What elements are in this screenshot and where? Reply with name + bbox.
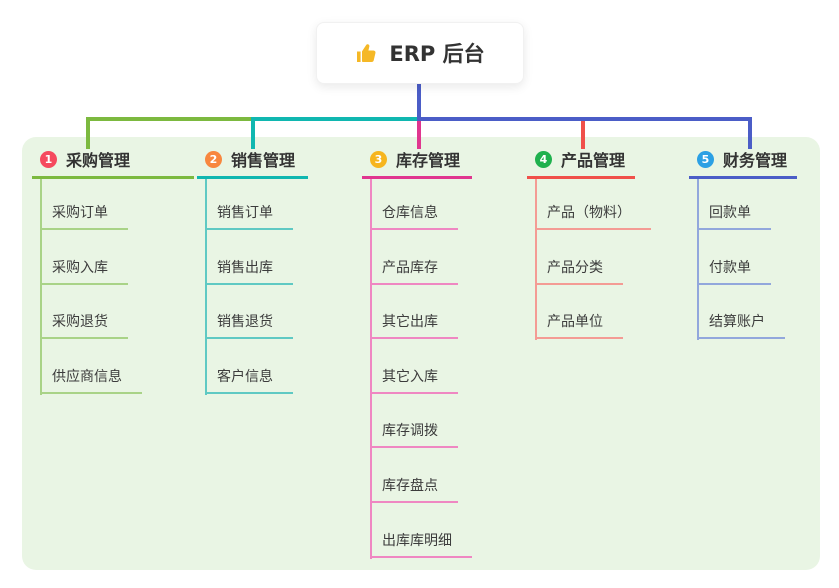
thumbs-up-icon: [355, 41, 379, 65]
branch-label-5: 财务管理: [723, 151, 788, 170]
branch-label-1: 采购管理: [66, 151, 131, 170]
child-node[interactable]: 结算账户: [697, 307, 785, 339]
child-node[interactable]: 付款单: [697, 253, 771, 285]
branch-number-badge-3: 3: [370, 150, 387, 168]
connector-drop-branch-3: [417, 117, 421, 149]
child-node[interactable]: 产品（物料）: [535, 198, 651, 230]
connector-drop-branch-5: [748, 117, 752, 149]
child-node[interactable]: 其它出库: [370, 307, 458, 339]
branch-number-badge-2: 2: [205, 150, 222, 168]
branch-number-badge-1: 1: [40, 150, 57, 168]
child-node[interactable]: 销售退货: [205, 307, 293, 339]
child-node[interactable]: 库存调拨: [370, 416, 458, 448]
root-node[interactable]: ERP 后台: [316, 22, 524, 84]
child-node[interactable]: 产品分类: [535, 253, 623, 285]
connector-drop-branch-1: [86, 117, 90, 149]
child-node[interactable]: 销售订单: [205, 198, 293, 230]
child-node[interactable]: 供应商信息: [40, 362, 142, 394]
branch-node-1[interactable]: 1 采购管理: [32, 146, 194, 179]
child-node[interactable]: 库存盘点: [370, 471, 458, 503]
branch-number-badge-5: 5: [697, 150, 714, 168]
child-node[interactable]: 销售出库: [205, 253, 293, 285]
connector-spine-branch-3: [370, 179, 372, 559]
child-node[interactable]: 客户信息: [205, 362, 293, 394]
branch-number-badge-4: 4: [535, 150, 552, 168]
root-title: ERP 后台: [389, 42, 485, 66]
child-node[interactable]: 仓库信息: [370, 198, 458, 230]
child-node[interactable]: 采购入库: [40, 253, 128, 285]
connector-drop-branch-4: [581, 117, 585, 149]
child-node[interactable]: 产品库存: [370, 253, 458, 285]
branch-label-4: 产品管理: [561, 151, 626, 170]
branch-label-3: 库存管理: [396, 151, 461, 170]
branch-node-5[interactable]: 5 财务管理: [689, 146, 797, 179]
connector-root-vertical: [417, 82, 421, 121]
child-node[interactable]: 采购订单: [40, 198, 128, 230]
child-node[interactable]: 采购退货: [40, 307, 128, 339]
child-node[interactable]: 产品单位: [535, 307, 623, 339]
connector-bus-right-blue: [417, 117, 752, 121]
connector-bus-left-teal: [251, 117, 419, 121]
branch-node-2[interactable]: 2 销售管理: [197, 146, 308, 179]
connector-spine-branch-1: [40, 179, 42, 395]
branch-node-3[interactable]: 3 库存管理: [362, 146, 472, 179]
mindmap-panel: [22, 137, 820, 570]
connector-drop-branch-2: [251, 117, 255, 149]
branch-node-4[interactable]: 4 产品管理: [527, 146, 635, 179]
connector-bus-left-green: [86, 117, 253, 121]
connector-spine-branch-2: [205, 179, 207, 395]
branch-label-2: 销售管理: [231, 151, 296, 170]
child-node[interactable]: 出库库明细: [370, 526, 472, 558]
child-node[interactable]: 其它入库: [370, 362, 458, 394]
connector-spine-branch-5: [697, 179, 699, 341]
child-node[interactable]: 回款单: [697, 198, 771, 230]
connector-spine-branch-4: [535, 179, 537, 341]
